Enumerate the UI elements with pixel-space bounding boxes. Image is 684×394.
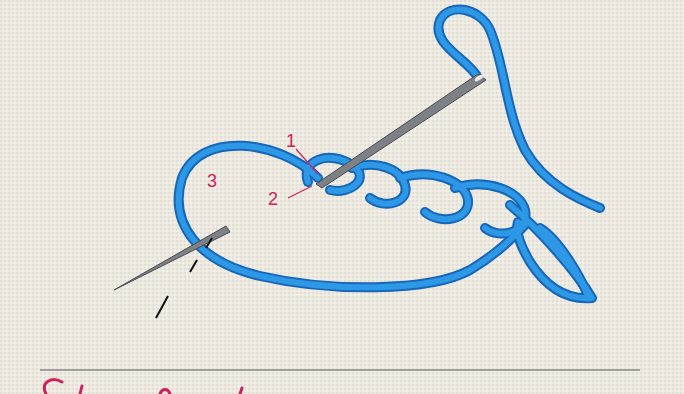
needle [114, 226, 230, 290]
callout-number: 1 [286, 132, 296, 150]
rule-line [40, 370, 640, 371]
thread [179, 9, 600, 298]
stitch-marks [156, 238, 212, 318]
needle [316, 74, 486, 188]
cut-off-heading [44, 380, 242, 394]
callout-number: 3 [207, 172, 217, 190]
callout-number: 2 [268, 190, 278, 208]
leader-line [288, 149, 318, 198]
